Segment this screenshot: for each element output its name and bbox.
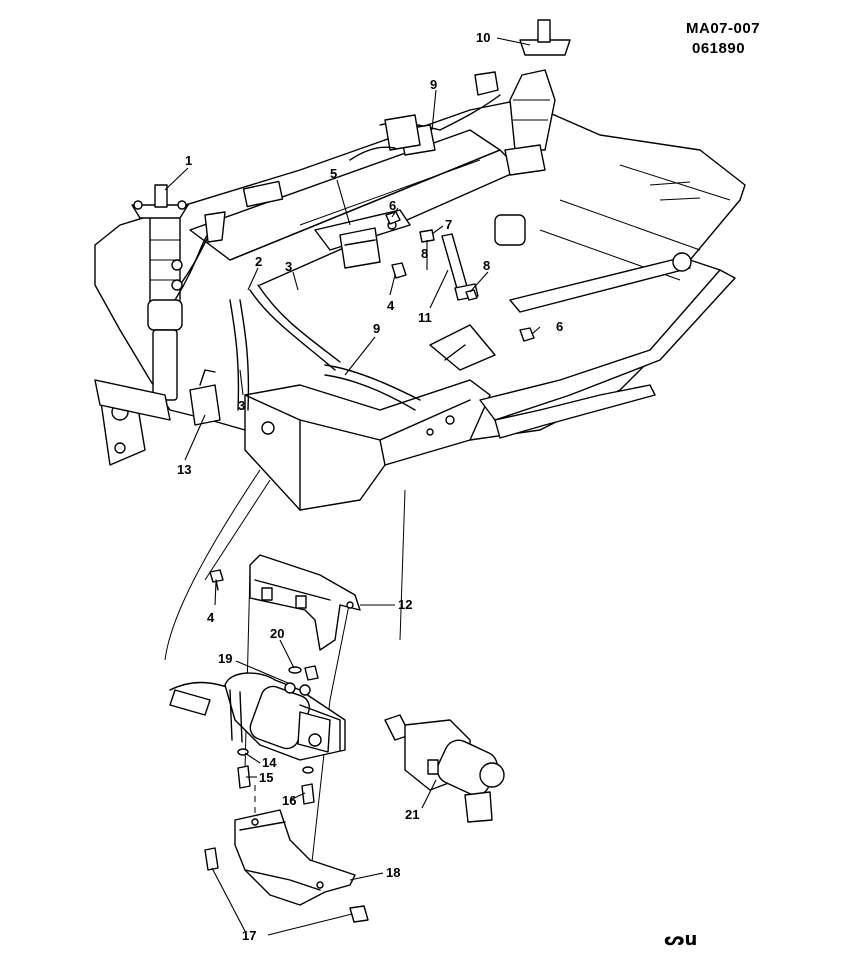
callout-4b: 4 <box>207 610 215 625</box>
callout-16: 16 <box>282 793 296 808</box>
callout-numbers: 1 2 3 3 4 4 5 6 6 7 8 8 9 9 10 11 12 13 … <box>177 30 563 943</box>
compressor-shield <box>204 809 369 923</box>
callout-5: 5 <box>330 166 337 181</box>
fasteners-upper <box>171 211 535 342</box>
callout-9b: 9 <box>373 321 380 336</box>
explode-lines <box>164 469 406 881</box>
callout-7: 7 <box>445 217 452 232</box>
callout-18: 18 <box>386 865 400 880</box>
callout-15: 15 <box>259 770 273 785</box>
left-shock-absorber <box>94 184 221 466</box>
air-lines-upper <box>174 71 501 411</box>
vehicle-underbody <box>94 99 746 511</box>
callout-8b: 8 <box>483 258 490 273</box>
callout-3b: 3 <box>238 398 245 413</box>
callout-8a: 8 <box>421 246 428 261</box>
callout-10: 10 <box>476 30 490 45</box>
right-shock-absorber <box>494 19 571 246</box>
callout-21: 21 <box>405 807 419 822</box>
compressor-assembly <box>169 569 346 805</box>
callout-12: 12 <box>398 597 412 612</box>
callout-14: 14 <box>262 755 277 770</box>
diagram-date: 061890 <box>692 40 746 57</box>
compressor-motor <box>384 714 505 823</box>
diagram-code: MA07-007 <box>686 20 761 37</box>
callout-11: 11 <box>418 310 432 325</box>
callout-17: 17 <box>242 928 256 943</box>
callout-19: 19 <box>218 651 232 666</box>
callout-9a: 9 <box>430 77 437 92</box>
callout-4a: 4 <box>387 298 395 313</box>
callout-leaders <box>164 37 541 936</box>
callout-13: 13 <box>177 462 191 477</box>
compressor-bracket <box>249 554 361 651</box>
callout-1: 1 <box>185 153 192 168</box>
publisher-logo-mark: ᔕu <box>664 929 697 950</box>
callout-6a: 6 <box>389 198 396 213</box>
callout-6b: 6 <box>556 319 563 334</box>
callout-2: 2 <box>255 254 262 269</box>
callout-3a: 3 <box>285 259 292 274</box>
callout-20: 20 <box>270 626 284 641</box>
